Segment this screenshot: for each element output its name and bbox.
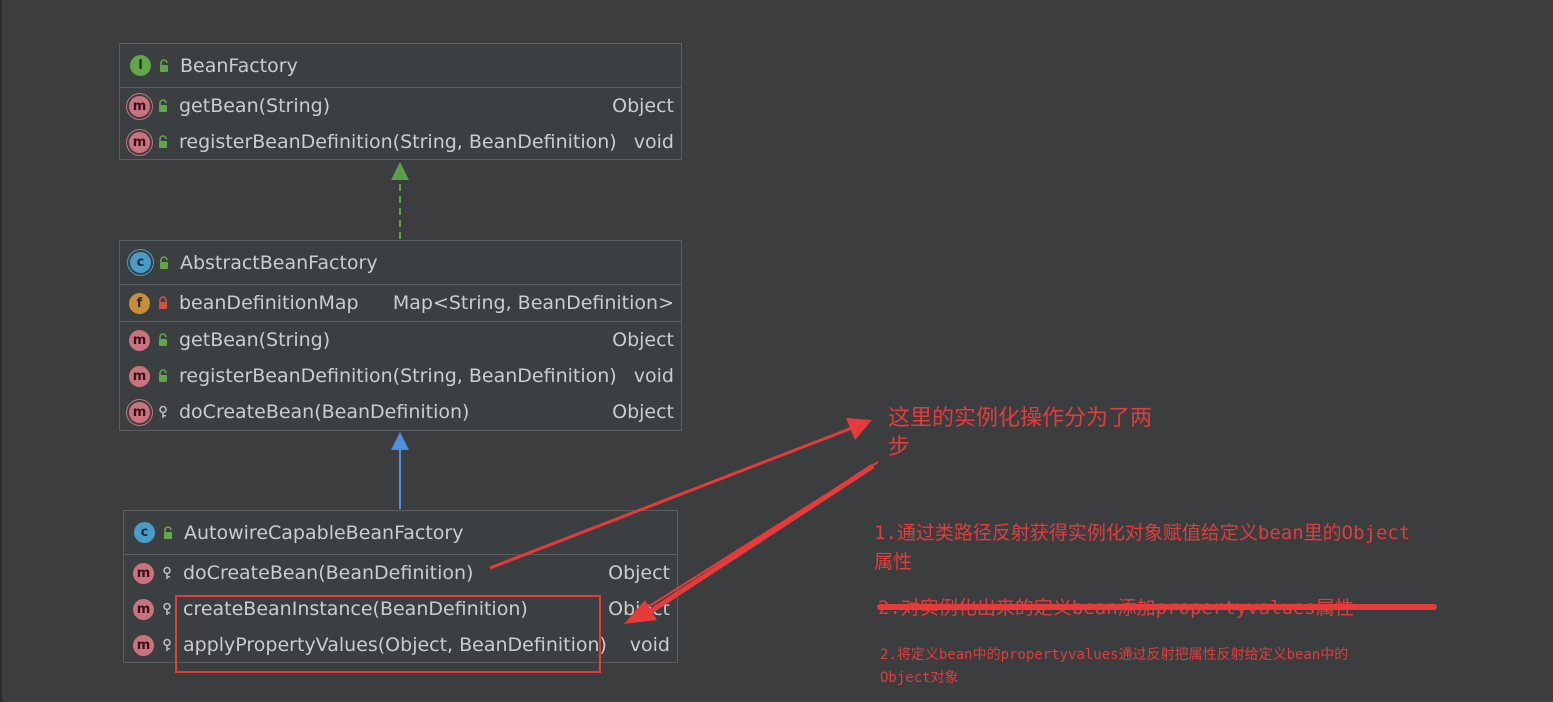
class-header: c AutowireCapableBeanFactory <box>124 511 677 555</box>
step-one-note: 1.通过类路径反射获得实例化对象赋值给定义bean里的Object 属性 <box>874 519 1410 577</box>
class-name: AutowireCapableBeanFactory <box>184 521 464 544</box>
public-visibility-icon <box>156 134 170 150</box>
method-type: Object <box>612 95 674 117</box>
abstract-method-icon: m <box>129 95 150 117</box>
field-name: beanDefinitionMap <box>179 292 359 314</box>
abstract-class-icon: c <box>130 252 151 273</box>
class-box-abstract-bean-factory[interactable]: c AbstractBeanFactory f beanDefinitionMa… <box>119 240 682 431</box>
step-one-line: 属性 <box>874 551 913 573</box>
method-type: void <box>633 131 674 153</box>
method-name: applyPropertyValues(Object, BeanDefiniti… <box>183 634 607 656</box>
method-row[interactable]: m applyPropertyValues(Object, BeanDefini… <box>124 627 677 663</box>
abstract-method-icon: m <box>129 401 150 423</box>
method-name: doCreateBean(BeanDefinition) <box>179 401 470 423</box>
public-visibility-icon <box>156 98 170 114</box>
method-name: createBeanInstance(BeanDefinition) <box>183 598 528 620</box>
method-row[interactable]: m registerBeanDefinition(String, BeanDef… <box>120 358 681 394</box>
method-row[interactable]: m doCreateBean(BeanDefinition) Object <box>124 555 677 591</box>
method-icon: m <box>133 634 154 656</box>
public-visibility-icon <box>156 368 170 384</box>
step-two-line: 2.将定义bean中的propertyvalues通过反射把属性反射给定义bea… <box>880 647 1349 663</box>
class-box-bean-factory[interactable]: I BeanFactory m getBean(String) Object m… <box>119 43 682 160</box>
field-row[interactable]: f beanDefinitionMap Map<String, BeanDefi… <box>120 285 681 321</box>
method-icon: m <box>129 365 150 387</box>
step-one-line: 1.通过类路径反射获得实例化对象赋值给定义bean里的Object <box>874 522 1411 544</box>
method-type: void <box>629 634 670 656</box>
method-icon: m <box>129 329 150 351</box>
protected-visibility-icon <box>160 565 174 581</box>
public-visibility-icon <box>156 332 170 348</box>
protected-visibility-icon <box>160 637 174 653</box>
protected-visibility-icon <box>156 404 170 420</box>
window-edge <box>0 0 2 702</box>
annotation-arrow-to-note <box>489 418 872 570</box>
implements-arrow <box>391 162 409 239</box>
protected-visibility-icon <box>160 601 174 617</box>
method-name: registerBeanDefinition(String, BeanDefin… <box>179 365 617 387</box>
field-icon: f <box>129 292 150 314</box>
method-icon: m <box>133 562 154 584</box>
method-type: Object <box>612 401 674 423</box>
class-name: BeanFactory <box>180 54 298 77</box>
method-row[interactable]: m getBean(String) Object <box>120 88 681 124</box>
public-visibility-icon <box>161 525 175 541</box>
method-row[interactable]: m registerBeanDefinition(String, BeanDef… <box>120 124 681 160</box>
method-icon: m <box>133 598 154 620</box>
method-name: getBean(String) <box>179 329 331 351</box>
step-two-line: Object对象 <box>880 670 959 686</box>
class-name: AbstractBeanFactory <box>180 251 378 274</box>
class-header: c AbstractBeanFactory <box>120 241 681 285</box>
method-row[interactable]: m getBean(String) Object <box>120 321 681 358</box>
field-type: Map<String, BeanDefinition> <box>392 292 674 314</box>
method-name: registerBeanDefinition(String, BeanDefin… <box>179 131 617 153</box>
public-visibility-icon <box>157 255 171 271</box>
class-box-autowire-capable-bean-factory[interactable]: c AutowireCapableBeanFactory m doCreateB… <box>123 510 678 663</box>
method-name: getBean(String) <box>179 95 331 117</box>
interface-icon: I <box>130 55 151 76</box>
step-two-note: 2.将定义bean中的propertyvalues通过反射把属性反射给定义bea… <box>880 644 1348 690</box>
method-name: doCreateBean(BeanDefinition) <box>183 562 474 584</box>
class-icon: c <box>134 522 155 543</box>
note-title-line: 步 <box>888 435 911 460</box>
note-title-line: 这里的实例化操作分为了两 <box>888 406 1153 431</box>
highlight-box <box>175 595 601 673</box>
method-type: Object <box>612 329 674 351</box>
private-visibility-icon <box>156 295 170 311</box>
annotation-arrow-to-box <box>624 461 879 624</box>
strike-through-mark <box>877 604 1437 610</box>
public-visibility-icon <box>157 58 171 74</box>
extends-arrow <box>391 432 409 509</box>
method-type: Object <box>608 562 670 584</box>
class-header: I BeanFactory <box>120 44 681 88</box>
method-type: void <box>633 365 674 387</box>
abstract-method-icon: m <box>129 131 150 153</box>
note-title: 这里的实例化操作分为了两 步 <box>888 404 1152 462</box>
method-row[interactable]: m doCreateBean(BeanDefinition) Object <box>120 394 681 430</box>
